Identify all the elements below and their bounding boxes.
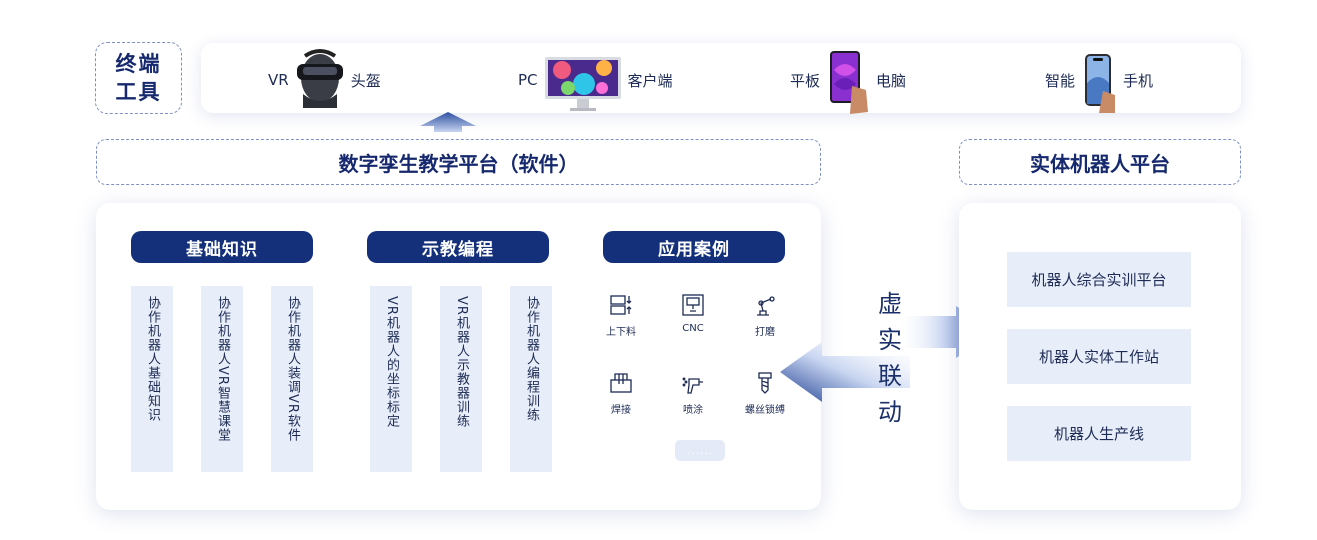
robot-platform-title: 实体机器人平台 (959, 139, 1241, 185)
robot-item-label: 机器人综合实训平台 (1031, 271, 1167, 289)
case-cnc: CNC (663, 293, 723, 334)
smartphone-icon (1081, 53, 1117, 113)
section-basic-title: 基础知识 (186, 239, 258, 260)
screw-icon (758, 372, 772, 394)
list-item: 协作机器人编程训练 (510, 286, 552, 472)
item-teach-3: 协作机器人编程训练 (524, 296, 539, 422)
loading-machine-icon (610, 295, 632, 315)
case-label: 打磨 (755, 327, 775, 338)
case-label: CNC (682, 323, 704, 334)
up-arrow-icon (420, 112, 476, 132)
case-welding: 焊接 (591, 371, 651, 416)
device-phone: 智能 手机 (1045, 54, 1154, 113)
list-item: 协作机器人基础知识 (131, 286, 173, 472)
case-label: 喷涂 (683, 405, 703, 416)
platform-title-text: 数字孪生教学平台（软件） (338, 151, 579, 176)
link-char: 动 (878, 398, 902, 426)
section-basic-knowledge: 基础知识 (131, 231, 313, 263)
platform-title: 数字孪生教学平台（软件） (96, 139, 821, 185)
link-char: 联 (878, 362, 902, 390)
item-teach-1: VR机器人的坐标标定 (384, 296, 399, 428)
section-teach-title: 示教编程 (422, 239, 494, 260)
item-basic-3: 协作机器人装调VR软件 (285, 296, 300, 442)
list-item: VR机器人的坐标标定 (370, 286, 412, 472)
device-vr-left: VR (268, 71, 289, 89)
robot-item-label: 机器人生产线 (1053, 425, 1144, 443)
item-teach-2: VR机器人示教器训练 (454, 296, 469, 428)
robot-arm-icon (757, 296, 775, 316)
cnc-machine-icon (682, 294, 704, 316)
case-spraying: 喷涂 (663, 371, 723, 416)
case-label: 焊接 (611, 405, 631, 416)
list-item: VR机器人示教器训练 (440, 286, 482, 472)
virtual-real-linkage-label: 虚 实 联 动 (868, 286, 912, 430)
device-pc: PC 客户端 (518, 57, 673, 111)
welding-icon (610, 373, 632, 393)
robot-platform-title-text: 实体机器人平台 (1030, 151, 1170, 176)
monitor-icon (544, 56, 622, 112)
case-screw-locking: 螺丝锁缚 (735, 371, 795, 416)
device-phone-right: 手机 (1123, 71, 1154, 90)
more-cases-badge: ...... (675, 440, 725, 461)
tablet-icon (826, 50, 870, 116)
case-label: 上下料 (606, 327, 636, 338)
robot-item-training-platform: 机器人综合实训平台 (1007, 252, 1191, 307)
case-label: 螺丝锁缚 (745, 405, 785, 416)
terminal-devices-bar (201, 43, 1241, 113)
device-vr-right: 头盔 (350, 71, 381, 90)
item-basic-2: 协作机器人VR智慧课堂 (215, 296, 230, 442)
robot-item-label: 机器人实体工作站 (1038, 348, 1159, 366)
device-pc-left: PC (518, 71, 538, 89)
terminal-label-line2: 工具 (115, 80, 162, 104)
device-tablet-left: 平板 (790, 71, 821, 90)
device-phone-left: 智能 (1045, 71, 1076, 90)
terminal-label-line1: 终端 (115, 52, 162, 76)
terminal-tools-label: 终端 工具 (95, 42, 182, 114)
robot-item-production-line: 机器人生产线 (1007, 406, 1191, 461)
section-teach-programming: 示教编程 (367, 231, 549, 263)
case-loading: 上下料 (591, 293, 651, 338)
spray-gun-icon (682, 377, 703, 394)
vr-headset-icon (295, 46, 345, 108)
device-tablet-right: 电脑 (876, 71, 907, 90)
item-basic-1: 协作机器人基础知识 (145, 296, 160, 422)
device-vr: VR 头盔 (268, 49, 381, 108)
link-char: 虚 (878, 290, 902, 318)
more-label: ...... (686, 444, 714, 457)
link-char: 实 (878, 326, 902, 354)
section-cases-title: 应用案例 (658, 239, 730, 260)
case-grinding: 打磨 (735, 293, 795, 338)
list-item: 协作机器人装调VR软件 (271, 286, 313, 472)
robot-item-workstation: 机器人实体工作站 (1007, 329, 1191, 384)
list-item: 协作机器人VR智慧课堂 (201, 286, 243, 472)
device-pc-right: 客户端 (627, 71, 673, 90)
section-application-cases: 应用案例 (603, 231, 785, 263)
device-tablet: 平板 电脑 (790, 51, 907, 114)
